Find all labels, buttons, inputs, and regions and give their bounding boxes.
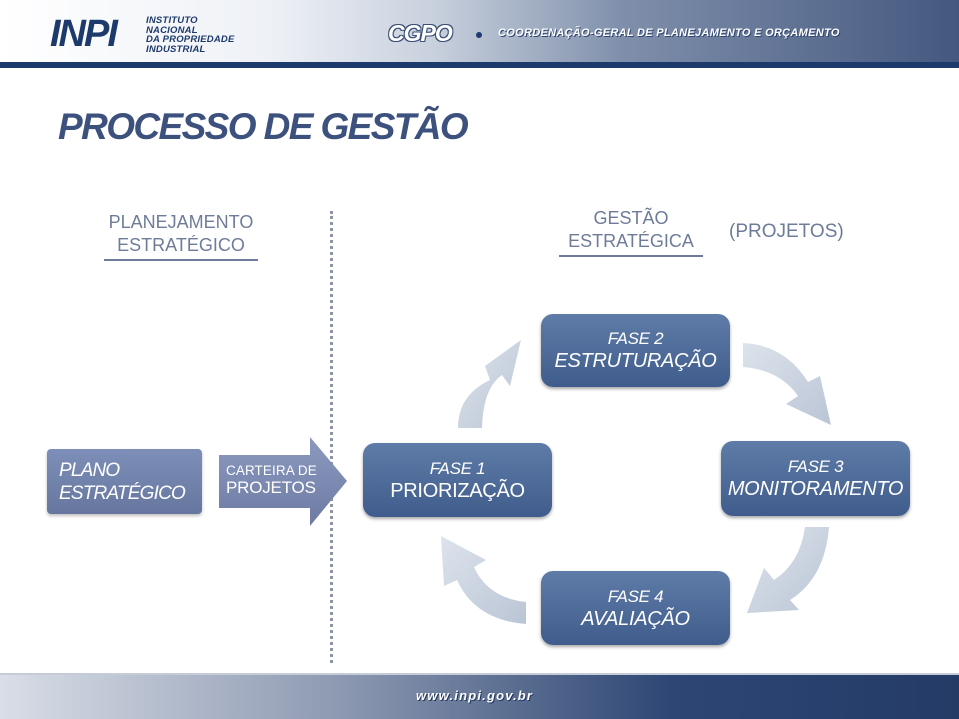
- phase-number: FASE 2: [607, 329, 664, 348]
- phase-number: FASE 4: [607, 586, 664, 606]
- department-acronym: CGPO: [388, 20, 453, 46]
- phase-number: FASE 3: [787, 457, 844, 476]
- phase-name: ESTRUTURAÇÃO: [554, 350, 717, 372]
- logo-text: INSTITUTO NACIONAL DA PROPRIEDADE INDUST…: [146, 16, 266, 54]
- phase-name: PRIORIZAÇÃO: [390, 479, 525, 502]
- carteira-line: PROJETOS: [226, 478, 316, 497]
- cycle-arrow-down: [747, 527, 829, 613]
- logo-line: NACIONAL: [146, 24, 198, 36]
- phase-number: FASE 1: [429, 458, 486, 478]
- department-name: COORDENAÇÃO-GERAL DE PLANEJAMENTO E ORÇA…: [498, 27, 840, 39]
- phase-box-fase3: FASE 3 MONITORAMENTO: [721, 441, 910, 516]
- inpi-logo: INPI INSTITUTO NACIONAL DA PROPRIEDADE I…: [50, 14, 260, 54]
- phase-box-fase1: FASE 1 PRIORIZAÇÃO: [363, 443, 552, 517]
- plano-estrategico-box: PLANO ESTRATÉGICO: [47, 449, 202, 514]
- header-rule: [0, 62, 959, 68]
- cycle-arrow-up: [458, 340, 521, 428]
- carteira-line: CARTEIRA DE: [226, 463, 317, 478]
- plano-line: ESTRATÉGICO: [59, 482, 186, 504]
- dotted-divider: [330, 211, 333, 663]
- page-title: PROCESSO DE GESTÃO: [58, 106, 469, 147]
- phase-name: MONITORAMENTO: [727, 478, 904, 500]
- phase-box-fase2: FASE 2 ESTRUTURAÇÃO: [541, 314, 730, 387]
- logo-mark: INPI: [50, 13, 118, 55]
- bullet-icon: [476, 32, 482, 38]
- projetos-note: (PROJETOS): [729, 221, 844, 242]
- carteira-arrow: [219, 437, 347, 526]
- phase-box-fase4: FASE 4 AVALIAÇÃO: [541, 571, 730, 645]
- heading-line: GESTÃO: [593, 208, 669, 228]
- heading-line: ESTRATÉGICA: [568, 231, 694, 251]
- logo-line: DA PROPRIEDADE: [146, 34, 235, 45]
- footer-bar: [0, 675, 959, 719]
- logo-line: INSTITUTO: [146, 15, 198, 26]
- heading-line: PLANEJAMENTO: [108, 212, 254, 232]
- column-heading-gestao: GESTÃO ESTRATÉGICA: [559, 207, 703, 257]
- cycle-arrow-right: [743, 343, 831, 425]
- carteira-label: CARTEIRA DE PROJETOS: [226, 463, 317, 497]
- plano-line: PLANO: [59, 459, 120, 481]
- heading-line: ESTRATÉGICO: [117, 235, 245, 255]
- logo-line: INDUSTRIAL: [146, 43, 206, 55]
- cycle-arrow-left: [441, 536, 526, 624]
- footer-url[interactable]: www.inpi.gov.br: [416, 688, 534, 703]
- column-heading-planejamento: PLANEJAMENTO ESTRATÉGICO: [104, 211, 258, 261]
- phase-name: AVALIAÇÃO: [581, 607, 690, 630]
